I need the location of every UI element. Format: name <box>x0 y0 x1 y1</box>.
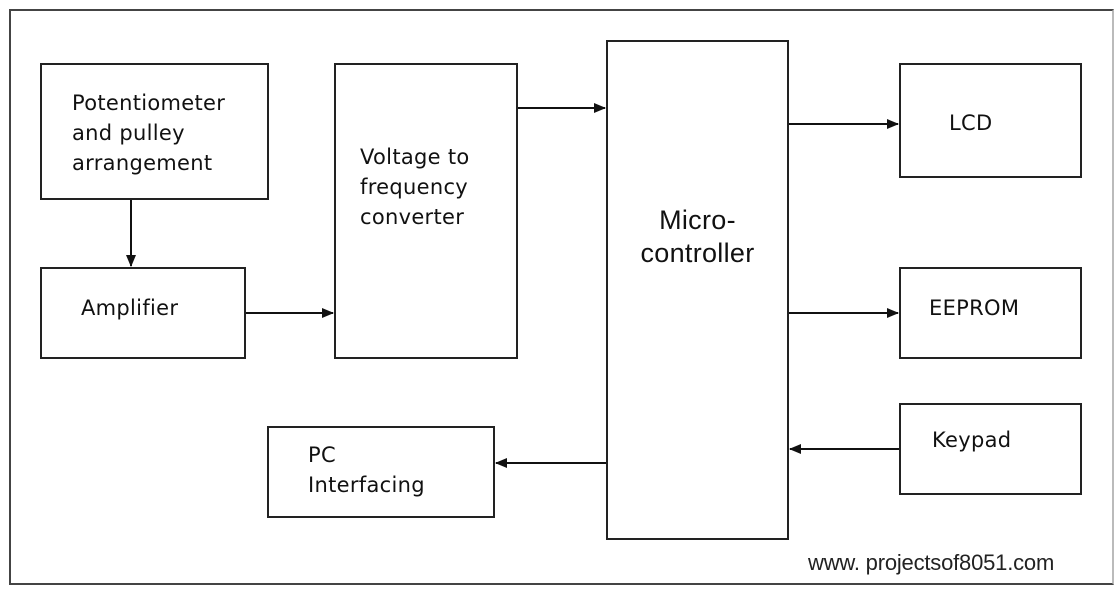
vfc-label-line1: Voltage to <box>360 145 470 169</box>
amplifier-label: Amplifier <box>81 296 179 320</box>
potentiometer-label-line3: arrangement <box>72 151 213 175</box>
diagram-frame <box>9 9 1114 585</box>
potentiometer-block <box>40 63 269 200</box>
vfc-block <box>334 63 518 359</box>
potentiometer-label-line2: and pulley <box>72 121 185 145</box>
eeprom-label: EEPROM <box>929 296 1020 320</box>
microcontroller-label-line1: Micro- <box>659 205 736 235</box>
amplifier-block <box>40 267 246 359</box>
pc-interfacing-label-line1: PC <box>308 443 336 467</box>
keypad-block <box>899 403 1082 495</box>
lcd-block <box>899 63 1082 178</box>
lcd-label: LCD <box>949 111 993 135</box>
eeprom-block <box>899 267 1082 359</box>
keypad-label: Keypad <box>932 428 1012 452</box>
vfc-label-line2: frequency <box>360 175 469 199</box>
microcontroller-block <box>606 40 789 540</box>
vfc-label-line3: converter <box>360 205 465 229</box>
microcontroller-label-line2: controller <box>640 238 755 268</box>
pc-interfacing-label-line2: Interfacing <box>308 473 425 497</box>
potentiometer-label-line1: Potentiometer <box>72 91 226 115</box>
pc-interfacing-block <box>267 426 495 518</box>
watermark-url: www. projectsof8051.com <box>808 550 1055 575</box>
